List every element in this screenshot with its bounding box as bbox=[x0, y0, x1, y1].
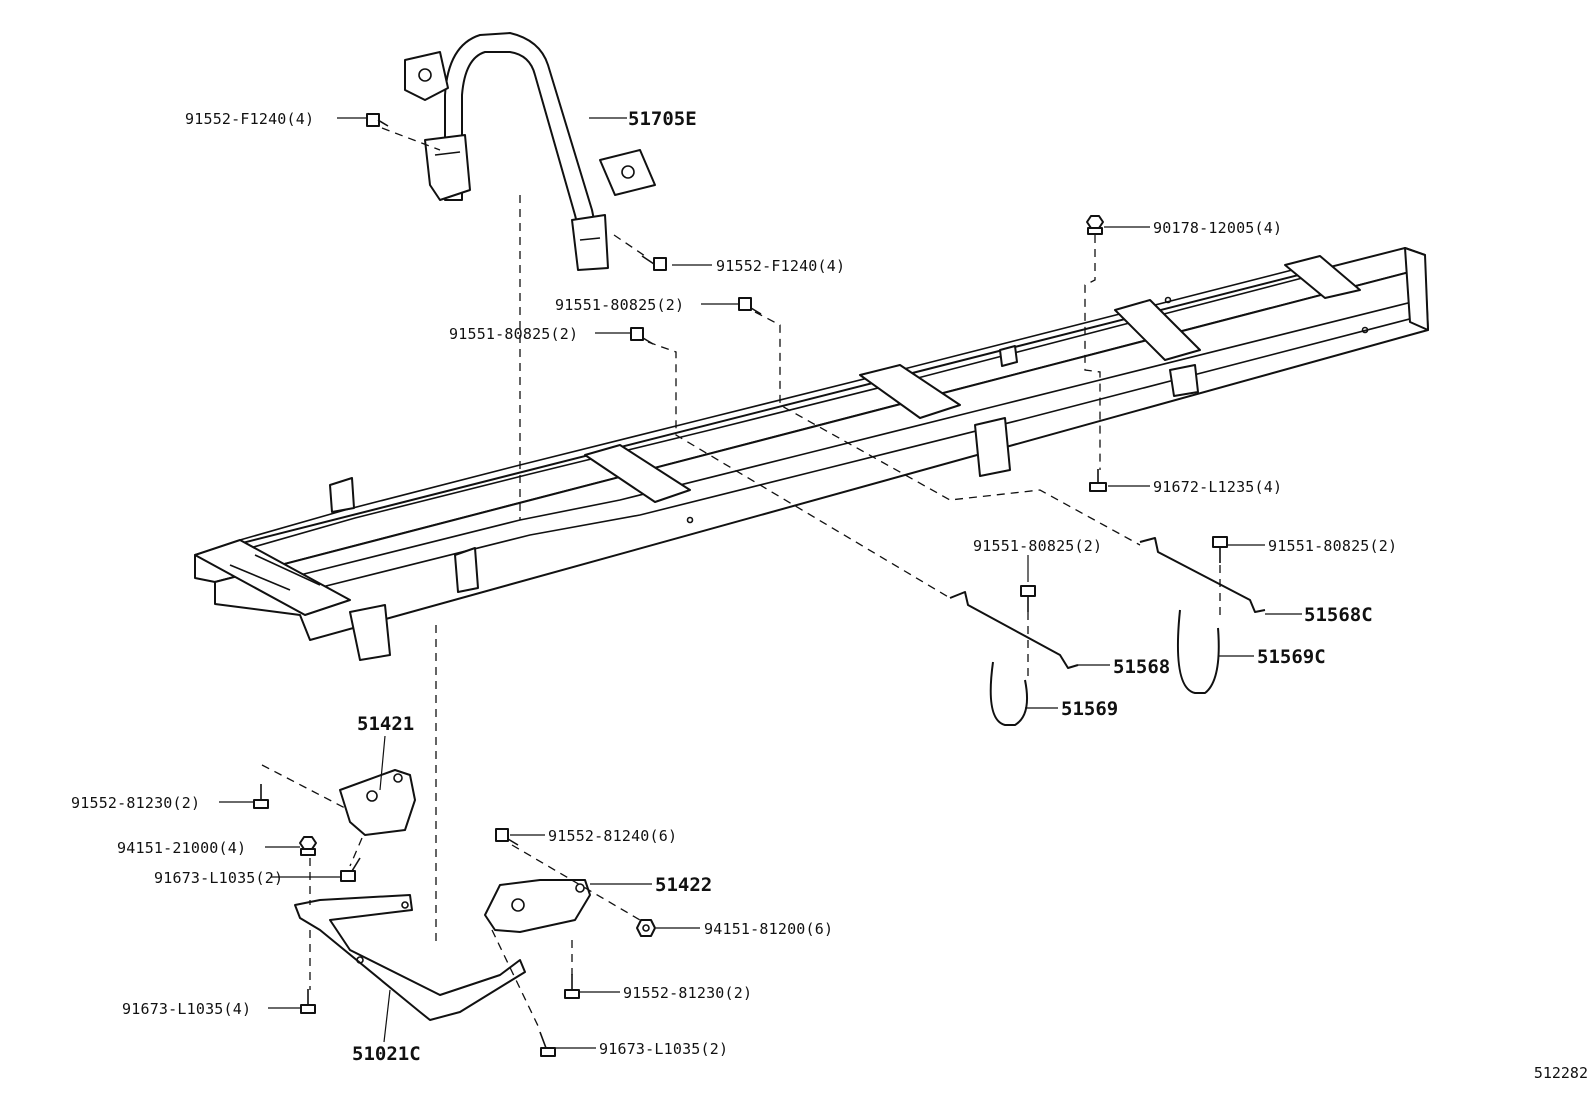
tank-band-51568 bbox=[949, 591, 1079, 726]
label-51705e[interactable]: 51705E bbox=[628, 108, 697, 130]
label-91551-80825-b[interactable]: 91551-80825(2) bbox=[449, 325, 578, 343]
assembly-lines bbox=[261, 127, 1221, 1031]
label-51569[interactable]: 51569 bbox=[1061, 698, 1118, 720]
label-94151-81200[interactable]: 94151-81200(6) bbox=[704, 920, 833, 938]
bolt-icon bbox=[1089, 469, 1107, 492]
label-91551-80825-a[interactable]: 91551-80825(2) bbox=[555, 296, 684, 314]
label-91551-80825-c[interactable]: 91551-80825(2) bbox=[973, 537, 1102, 555]
label-94151-21000[interactable]: 94151-21000(4) bbox=[117, 839, 246, 857]
bolt-icon bbox=[253, 784, 269, 809]
label-91552-f1240-right[interactable]: 91552-F1240(4) bbox=[716, 257, 845, 275]
bolt-icon bbox=[340, 857, 361, 882]
bolt-icon bbox=[641, 255, 667, 271]
diagram-id: 512282 bbox=[1534, 1064, 1588, 1082]
frame-assembly bbox=[194, 247, 1429, 661]
label-91672-l1235[interactable]: 91672-L1235(4) bbox=[1153, 478, 1282, 496]
nut-icon bbox=[299, 836, 317, 856]
tank-band-51568c bbox=[1139, 537, 1266, 694]
nut-icon bbox=[1086, 215, 1104, 235]
bolt-icon bbox=[366, 113, 389, 127]
bolt-icon bbox=[1212, 536, 1228, 563]
label-91552-81240[interactable]: 91552-81240(6) bbox=[548, 827, 677, 845]
guard-51705e bbox=[404, 32, 656, 271]
label-91673-l1035-c[interactable]: 91673-L1035(2) bbox=[599, 1040, 728, 1058]
bolt-icon bbox=[630, 327, 654, 345]
bolt-icon bbox=[564, 974, 580, 999]
bolt-icon bbox=[539, 1031, 556, 1057]
label-51568c[interactable]: 51568C bbox=[1304, 604, 1373, 626]
label-51021c[interactable]: 51021C bbox=[352, 1043, 421, 1065]
bracket-51421 bbox=[339, 769, 416, 836]
label-91551-80825-d[interactable]: 91551-80825(2) bbox=[1268, 537, 1397, 555]
label-51568[interactable]: 51568 bbox=[1113, 656, 1170, 678]
bolt-icon bbox=[300, 989, 316, 1014]
label-91552-81230-right[interactable]: 91552-81230(2) bbox=[623, 984, 752, 1002]
label-91552-81230-left[interactable]: 91552-81230(2) bbox=[71, 794, 200, 812]
label-91552-f1240-left[interactable]: 91552-F1240(4) bbox=[185, 110, 314, 128]
part-labels: 91552-F1240(4) 51705E 91552-F1240(4) 901… bbox=[71, 108, 1588, 1082]
bolt-icon bbox=[495, 828, 519, 846]
label-90178-12005[interactable]: 90178-12005(4) bbox=[1153, 219, 1282, 237]
bolt-icon bbox=[738, 297, 762, 315]
fasteners bbox=[253, 113, 1228, 1057]
leader-lines bbox=[219, 117, 1302, 1049]
label-51569c[interactable]: 51569C bbox=[1257, 646, 1326, 668]
label-91673-l1035-b[interactable]: 91673-L1035(4) bbox=[122, 1000, 251, 1018]
label-51422[interactable]: 51422 bbox=[655, 874, 712, 896]
bracket-51422 bbox=[484, 879, 591, 933]
crossmember-51021c bbox=[294, 894, 526, 1021]
bolt-icon bbox=[1020, 585, 1036, 612]
nut-icon bbox=[636, 919, 656, 937]
label-51421[interactable]: 51421 bbox=[357, 713, 414, 735]
label-91673-l1035-a[interactable]: 91673-L1035(2) bbox=[154, 869, 283, 887]
